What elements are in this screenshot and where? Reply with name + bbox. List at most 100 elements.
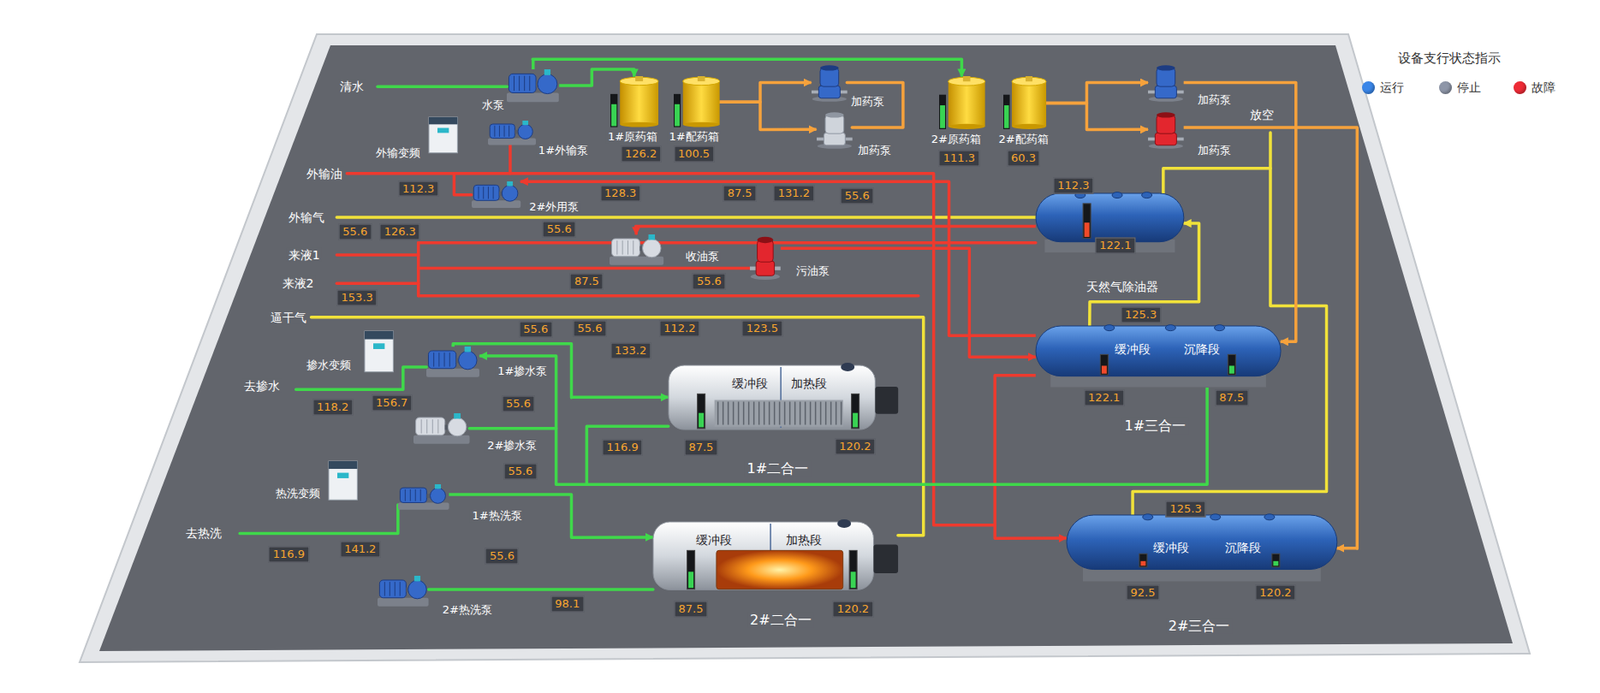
value-readout: 122.1 [1094,237,1136,255]
pipe-connector [780,248,1036,357]
drawing-part [524,76,526,92]
drawing-part [1154,132,1177,145]
value-readout: 55.6 [542,221,577,238]
drawing-part [1156,65,1176,71]
heater-vessel-icon [653,522,899,598]
value-readout: 98.1 [550,595,584,613]
floor [99,45,1513,652]
pump-icon [487,120,536,146]
drawing-part [794,401,796,425]
equipment-name: 污油泵 [794,265,832,279]
drawing-part [499,124,500,137]
equipment-name: 2#原药箱 [929,133,983,147]
drawing-part [748,401,750,425]
pump: 污油泵 [749,234,781,281]
vfd-cabinet: 掺水变频 [364,331,393,373]
drawing-part [825,401,827,425]
pipe [469,427,556,431]
value-readout: 131.2 [773,185,815,203]
value-readout: 92.5 [1126,584,1160,601]
drawing-part [688,572,694,589]
drawing-part [732,401,734,425]
wall [79,34,1530,663]
drawing-part [426,419,428,434]
drawing-part [492,186,494,199]
equipment-name: 1#掺水泵 [495,364,549,378]
value-readout: 116.9 [268,547,310,564]
equipment-name: 1#配药箱 [666,130,720,143]
pump: 2#外用泵 [471,181,521,209]
drawing-part [501,185,518,203]
drawing-part [757,240,774,263]
drawing-part [673,94,681,128]
equipment-name: 1#三合一 [1122,418,1190,435]
equipment-name: 2#掺水泵 [485,439,539,453]
value-readout: 112.2 [659,320,700,337]
drawing-part [1082,203,1091,239]
section-label: 加热段 [791,376,827,391]
equipment-name: 2#二合一 [747,612,815,629]
drawing-part [447,417,466,436]
value-readout: 116.9 [601,440,643,457]
drawing-part [493,124,495,137]
dosing-tank: 1#配药箱 [673,76,720,128]
dosing-tank-icon [610,76,659,128]
drawing-part [415,489,417,502]
drawing-part [404,489,406,502]
drawing-part [1025,76,1033,82]
drawing-part [825,112,845,118]
section-label: 沉降段 [1183,342,1220,357]
drawing-part [850,393,859,429]
stream-label: 去热洗 [184,526,224,541]
vfd-cabinet: 热洗变频 [328,461,357,500]
drawing-part [1142,514,1153,521]
drawing-part [1003,95,1011,130]
drawing-part [939,105,946,129]
value-readout: 128.3 [600,185,641,203]
drawing-part [727,401,729,425]
drawing-part [1083,223,1089,238]
drawing-part [1035,193,1184,243]
legend-title: 设备支行状态指示 [1397,52,1501,67]
drawing-part [716,551,844,590]
drawing-part [874,386,899,415]
equipment-name: 加药泵 [1195,144,1233,158]
value-readout: 55.6 [485,547,519,565]
drawing-part [437,128,449,134]
drawing-part [616,240,618,255]
legend-swatch [1439,81,1452,95]
drawing-part [1227,355,1236,376]
pump: 2#热洗泵 [377,576,429,607]
value-readout: 55.6 [338,223,372,240]
drawing-part [384,582,386,597]
drawing-part [506,181,513,187]
pump: 水泵 [506,69,560,102]
drawing-part [763,401,765,425]
equipment-name: 热洗变频 [273,487,322,500]
drawing-part [414,576,421,582]
pump-icon [413,413,470,445]
drawing-part [433,352,435,367]
value-readout: 112.3 [1052,177,1094,194]
stream-label: 去掺水 [242,379,282,393]
drawing-part [820,401,821,425]
value-readout: 123.5 [742,320,783,337]
stream-label: 清水 [338,79,366,94]
pump-icon [609,234,664,266]
drawing-part [1165,325,1176,332]
drawing-part [420,489,422,502]
drawing-part [789,401,791,425]
stream-label: 逼干气 [268,310,309,325]
pipe [418,241,1036,245]
drawing-part [328,461,357,470]
drawing-part [632,240,634,255]
drawing-part [696,393,705,429]
drawing-part [755,261,774,276]
pipe-connector [1183,83,1297,343]
vfd-cabinet: 外输变频 [428,117,458,154]
pump: 1#热洗泵 [398,484,450,511]
drawing-part [1004,105,1010,129]
drawing-part [698,412,704,428]
equipment-name: 2#三合一 [1165,618,1233,635]
separator-vessel: 1#三合一缓冲段沉降段 [1035,326,1281,388]
